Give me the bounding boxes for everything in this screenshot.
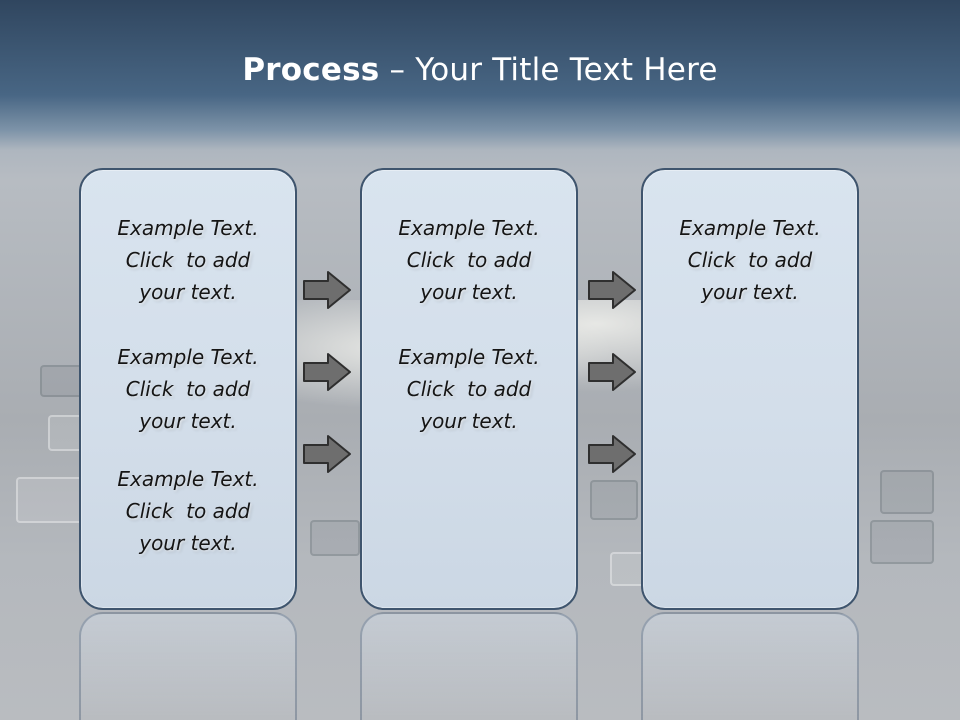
- text-line: your text.: [420, 409, 518, 433]
- process-step-box-2[interactable]: Example Text. Click to add your text. Ex…: [360, 168, 578, 610]
- right-arrow-icon[interactable]: [302, 352, 352, 392]
- box-2-reflection: [360, 612, 578, 720]
- slide-title[interactable]: Process – Your Title Text Here: [0, 52, 960, 88]
- process-step-box-3[interactable]: Example Text. Click to add your text.: [641, 168, 859, 610]
- background-screen-tile: [590, 480, 638, 520]
- text-line: Example Text.: [117, 345, 259, 369]
- step-2-text-block-2[interactable]: Example Text. Click to add your text.: [362, 341, 576, 437]
- right-arrow-icon[interactable]: [587, 434, 637, 474]
- text-line: your text.: [139, 531, 237, 555]
- text-line: Click to add: [406, 377, 532, 401]
- text-line: your text.: [139, 409, 237, 433]
- background-screen-tile: [310, 520, 360, 556]
- background-screen-tile: [40, 365, 84, 397]
- step-1-text-block-2[interactable]: Example Text. Click to add your text.: [81, 341, 295, 437]
- text-line: Click to add: [125, 499, 251, 523]
- background-screen-tile: [880, 470, 934, 514]
- box-3-reflection: [641, 612, 859, 720]
- step-2-text-block-1[interactable]: Example Text. Click to add your text.: [362, 212, 576, 308]
- right-arrow-icon[interactable]: [587, 352, 637, 392]
- text-line: your text.: [139, 280, 237, 304]
- step-1-text-block-1[interactable]: Example Text. Click to add your text.: [81, 212, 295, 308]
- text-line: Example Text.: [117, 467, 259, 491]
- text-line: Click to add: [125, 248, 251, 272]
- right-arrow-icon[interactable]: [302, 270, 352, 310]
- text-line: Click to add: [687, 248, 813, 272]
- text-line: Click to add: [125, 377, 251, 401]
- title-bold-part: Process: [242, 52, 380, 88]
- box-1-reflection: [79, 612, 297, 720]
- right-arrow-icon[interactable]: [587, 270, 637, 310]
- text-line: your text.: [420, 280, 518, 304]
- process-step-box-1[interactable]: Example Text. Click to add your text. Ex…: [79, 168, 297, 610]
- text-line: your text.: [701, 280, 799, 304]
- text-line: Click to add: [406, 248, 532, 272]
- right-arrow-icon[interactable]: [302, 434, 352, 474]
- text-line: Example Text.: [398, 345, 540, 369]
- text-line: Example Text.: [679, 216, 821, 240]
- title-rest-part: – Your Title Text Here: [379, 52, 718, 88]
- step-1-text-block-3[interactable]: Example Text. Click to add your text.: [81, 463, 295, 559]
- text-line: Example Text.: [117, 216, 259, 240]
- step-3-text-block-1[interactable]: Example Text. Click to add your text.: [643, 212, 857, 308]
- text-line: Example Text.: [398, 216, 540, 240]
- background-screen-tile: [16, 477, 84, 523]
- background-screen-tile: [870, 520, 934, 564]
